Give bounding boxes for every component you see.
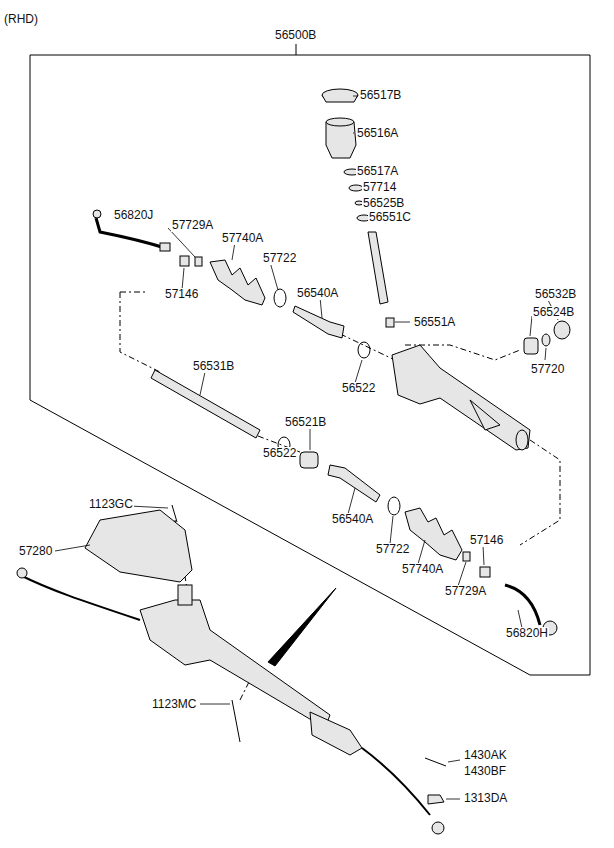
callout-number: 57740A <box>221 232 264 245</box>
callout-number: 56531B <box>192 360 235 373</box>
heading: (RHD) <box>4 13 38 26</box>
callout-number: 57722 <box>262 252 297 265</box>
callout-number: 56525B <box>362 197 405 210</box>
callout-number: 57146 <box>164 288 199 301</box>
callout-number: 56540A <box>331 513 374 526</box>
callout-number: 56820J <box>113 209 154 222</box>
callout-number: 1430BF <box>463 765 507 778</box>
callout-number: 57729A <box>444 585 487 598</box>
callout-number: 56551C <box>368 211 412 224</box>
callout-number: 56517A <box>356 165 399 178</box>
callout-number: 56522 <box>262 447 297 460</box>
callout-number: 57729A <box>171 219 214 232</box>
callout-number: 57720 <box>530 363 565 376</box>
callout-number: 56516A <box>356 127 399 140</box>
callout-number: 1123MC <box>151 698 197 711</box>
callout-number: 56524B <box>532 306 575 319</box>
callout-number: 56540A <box>296 287 339 300</box>
callout-number: 56521B <box>284 416 327 429</box>
callout-number: 1430AK <box>463 749 508 762</box>
callout-number: 56522 <box>341 382 376 395</box>
callout-number: 1313DA <box>463 792 508 805</box>
callout-number: 57146 <box>469 534 504 547</box>
callout-number: 57722 <box>375 543 410 556</box>
callout-number: 57280 <box>18 545 53 558</box>
callout-number: 57714 <box>362 181 397 194</box>
assembly-outline <box>30 55 590 675</box>
callout-number: 56820H <box>505 627 549 640</box>
callout-number: 56551A <box>413 316 456 329</box>
callout-number: 1123GC <box>88 498 134 511</box>
callout-number: 57740A <box>401 563 444 576</box>
callout-number: 56532B <box>534 288 577 301</box>
callout-number: 56517B <box>359 89 402 102</box>
callout-number: 56500B <box>274 29 317 42</box>
